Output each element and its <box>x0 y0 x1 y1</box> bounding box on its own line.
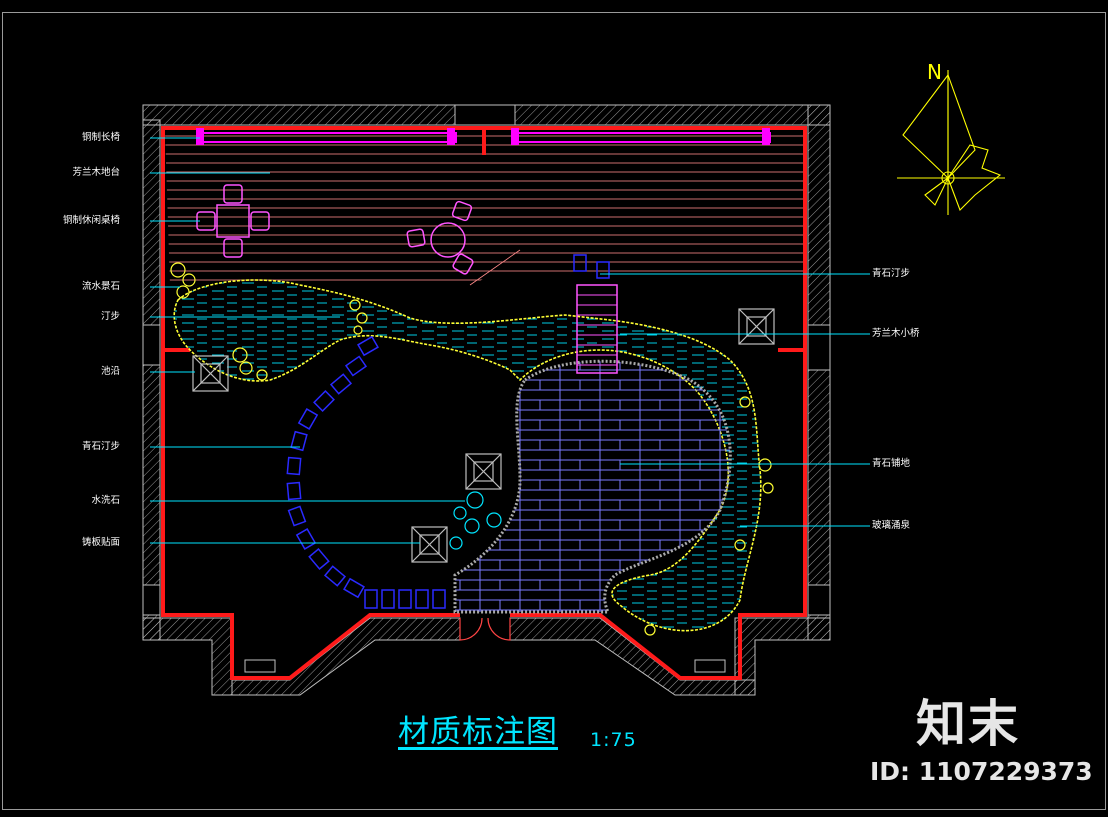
label-water-rocks: 流水景石 <box>81 281 120 292</box>
leaders-left <box>150 137 465 544</box>
label-bluestone-steps: 青石汀步 <box>81 441 120 452</box>
pond <box>173 279 762 632</box>
label-bluestone-steps-right: 青石汀步 <box>872 268 911 279</box>
wood-bridge <box>576 284 618 374</box>
drawing-scale: 1:75 <box>590 729 637 751</box>
label-bluestone-paving: 青石铺地 <box>872 458 911 469</box>
landscape-rocks <box>170 262 774 636</box>
wood-deck <box>165 132 803 286</box>
drawing-title: 材质标注图 <box>398 714 558 750</box>
label-wood-deck: 芳兰木地台 <box>72 167 120 178</box>
label-wood-bridge: 芳兰木小桥 <box>872 328 920 339</box>
compass-icon <box>897 70 1005 215</box>
washed-stones <box>449 491 502 550</box>
entry-door <box>459 617 511 641</box>
bluestone-paving <box>453 359 732 614</box>
label-stepping: 汀步 <box>100 311 120 322</box>
leisure-table-set <box>196 184 474 275</box>
label-cast-panel: 铸板贴面 <box>81 537 120 548</box>
label-table-set: 铜制休闲桌椅 <box>62 215 120 226</box>
red-walls <box>161 126 807 680</box>
watermark-id: ID: 1107229373 <box>870 757 1093 786</box>
label-washed-stone: 水洗石 <box>91 495 120 506</box>
label-copper-bench: 铜制长椅 <box>81 132 120 143</box>
leaders-right <box>600 273 870 527</box>
skylight-icon <box>192 308 775 563</box>
watermark-logo: 知末 <box>916 695 1020 753</box>
north-label: N <box>927 60 942 84</box>
stepping-stones <box>286 254 610 609</box>
label-pond-edge: 池沿 <box>100 366 120 377</box>
label-glass-spring: 玻璃涌泉 <box>872 520 911 531</box>
